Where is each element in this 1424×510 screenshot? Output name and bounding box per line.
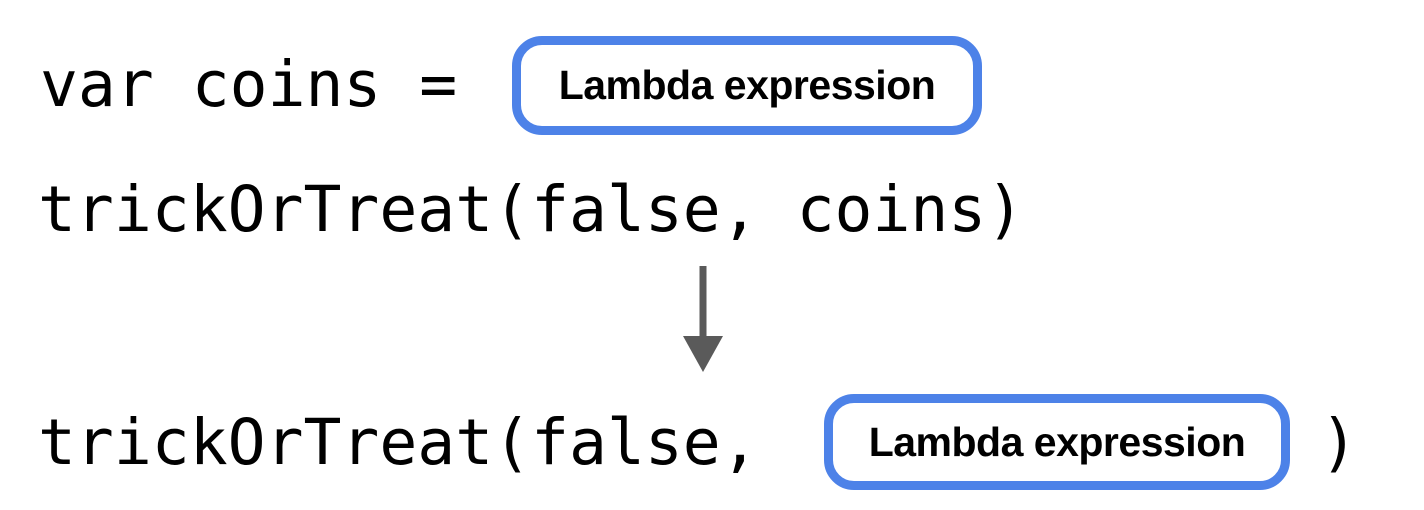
lambda-expression-label: Lambda expression	[558, 62, 936, 108]
code-line-call-inlined: trickOrTreat(false,	[38, 406, 797, 479]
lambda-expression-box-inlined[interactable]: Lambda expression	[824, 394, 1290, 490]
code-line-closing-paren: )	[1320, 406, 1358, 479]
down-arrow-icon	[683, 266, 723, 372]
code-line-declaration: var coins =	[40, 48, 496, 121]
lambda-expression-label: Lambda expression	[868, 418, 1246, 465]
transformation-arrow	[655, 258, 765, 378]
lambda-expression-box-declaration[interactable]: Lambda expression	[512, 36, 982, 135]
code-line-call-with-variable: trickOrTreat(false, coins)	[38, 173, 1025, 246]
